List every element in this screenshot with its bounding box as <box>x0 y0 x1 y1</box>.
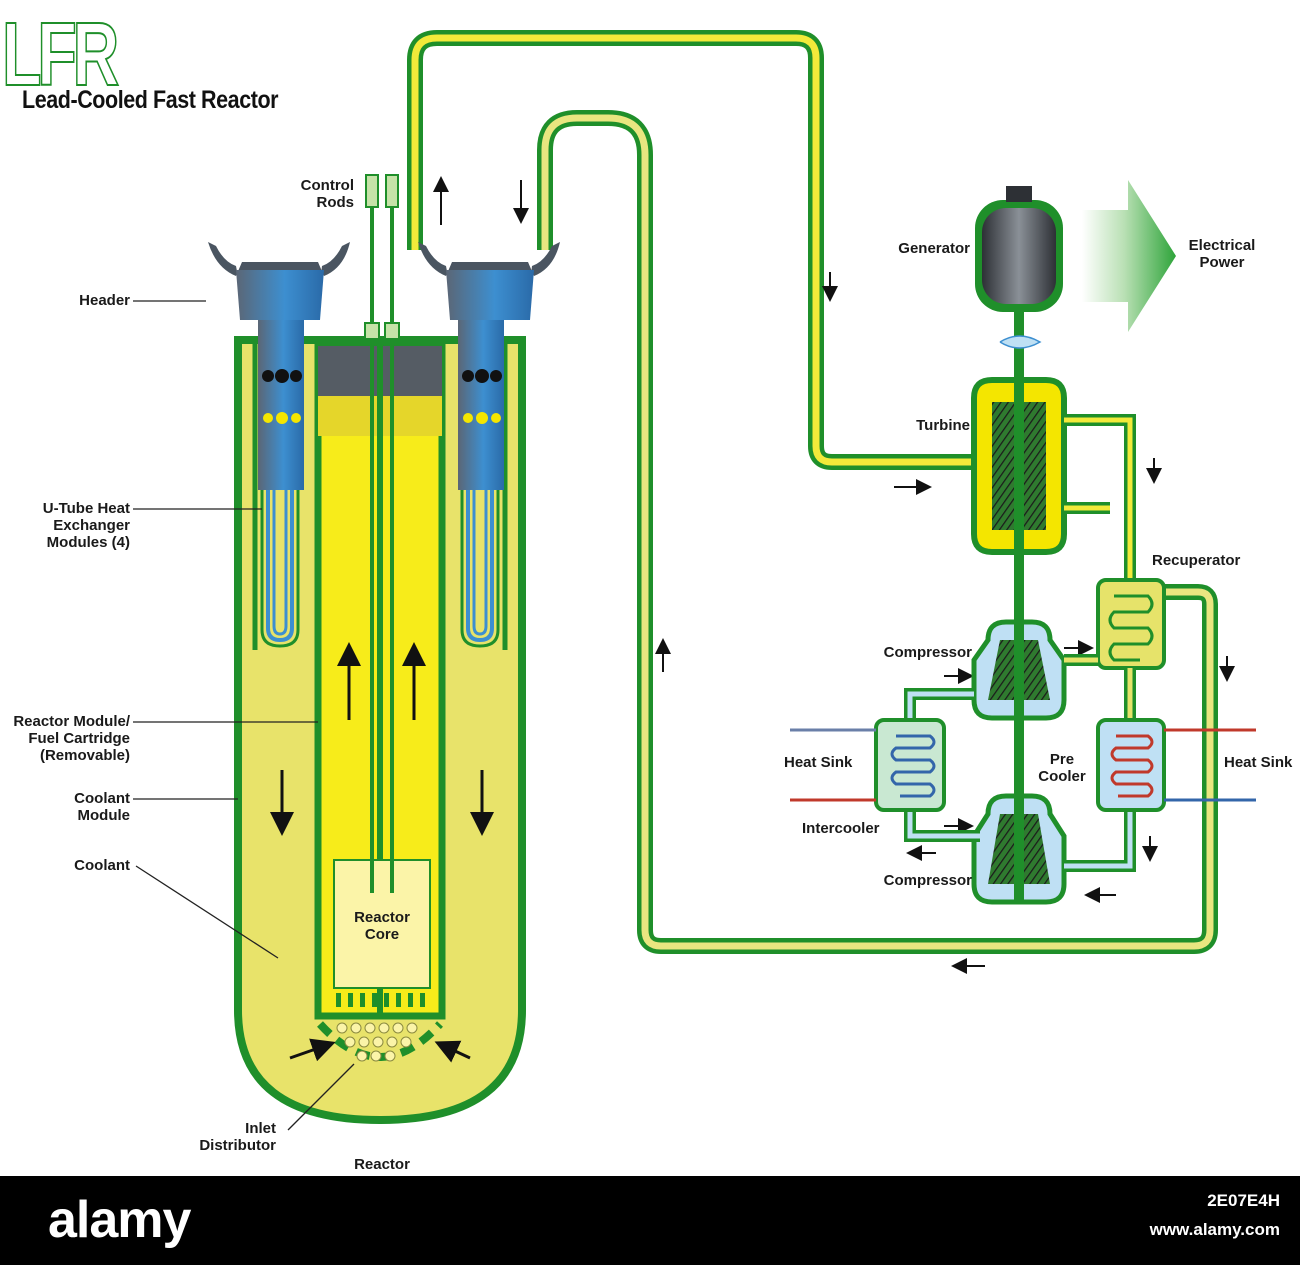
turbine-exhaust-pipe <box>1064 414 1136 582</box>
diagram-title: Lead-Cooled Fast Reactor <box>22 86 279 114</box>
control-rods <box>364 174 400 893</box>
label-inlet-distributor: Inlet Distributor <box>199 1120 276 1154</box>
label-recuperator: Recuperator <box>1152 552 1241 569</box>
shaft <box>1014 552 1024 898</box>
pipe-flow-arrows <box>433 176 1235 974</box>
compressor-top <box>971 619 1067 721</box>
turbine <box>971 377 1067 555</box>
label-intercooler: Intercooler <box>802 820 880 837</box>
hot-leg-pipe <box>407 30 985 470</box>
pre-cooler <box>1096 718 1256 812</box>
label-turbine: Turbine <box>916 417 970 434</box>
label-header: Header <box>79 292 130 309</box>
label-generator: Generator <box>898 240 970 257</box>
label-reactor: Reactor <box>354 1156 410 1173</box>
label-heat-sink-right: Heat Sink <box>1224 754 1293 771</box>
cold-leg-pipe <box>537 110 1218 954</box>
label-electrical-power: Electrical Power <box>1188 237 1256 271</box>
heat-exchanger-right <box>418 242 560 648</box>
footer-brand: alamy <box>48 1191 191 1249</box>
inlet-distributor <box>317 1021 443 1062</box>
diagram-stage: LFR Lead-Cooled Fast Reactor <box>1 5 1293 1173</box>
lfr-logo: LFR <box>1 5 120 105</box>
label-u-tube: U-Tube Heat Exchanger Modules (4) <box>42 500 130 551</box>
recuperator <box>1096 578 1166 670</box>
leader-lines <box>133 300 355 1131</box>
footer-url: www.alamy.com <box>1149 1220 1280 1239</box>
fuel-cartridge <box>314 342 446 1020</box>
lfr-diagram <box>133 30 1256 1131</box>
footer-image-id: 2E07E4H <box>1207 1191 1280 1210</box>
label-compressor-top: Compressor <box>883 644 972 661</box>
reactor-flow-arrows <box>270 642 494 1063</box>
cooling-piping <box>904 654 1136 872</box>
label-pre-cooler: Pre Cooler <box>1038 751 1086 785</box>
electrical-power-arrow <box>1082 180 1176 332</box>
label-heat-sink-left: Heat Sink <box>784 754 853 771</box>
label-reactor-module: Reactor Module/ Fuel Cartridge (Removabl… <box>13 713 130 764</box>
heat-exchanger-left <box>208 242 350 648</box>
intercooler <box>790 718 946 812</box>
label-control-rods: Control Rods <box>300 177 354 211</box>
generator <box>975 186 1063 382</box>
label-compressor-bottom: Compressor <box>883 872 972 889</box>
label-reactor-core: Reactor Core <box>354 909 410 943</box>
label-coolant-module: Coolant Module <box>74 790 130 824</box>
label-coolant: Coolant <box>74 857 130 874</box>
watermark-footer: alamy 2E07E4H www.alamy.com <box>0 1176 1300 1265</box>
compressor-bottom <box>971 793 1067 905</box>
